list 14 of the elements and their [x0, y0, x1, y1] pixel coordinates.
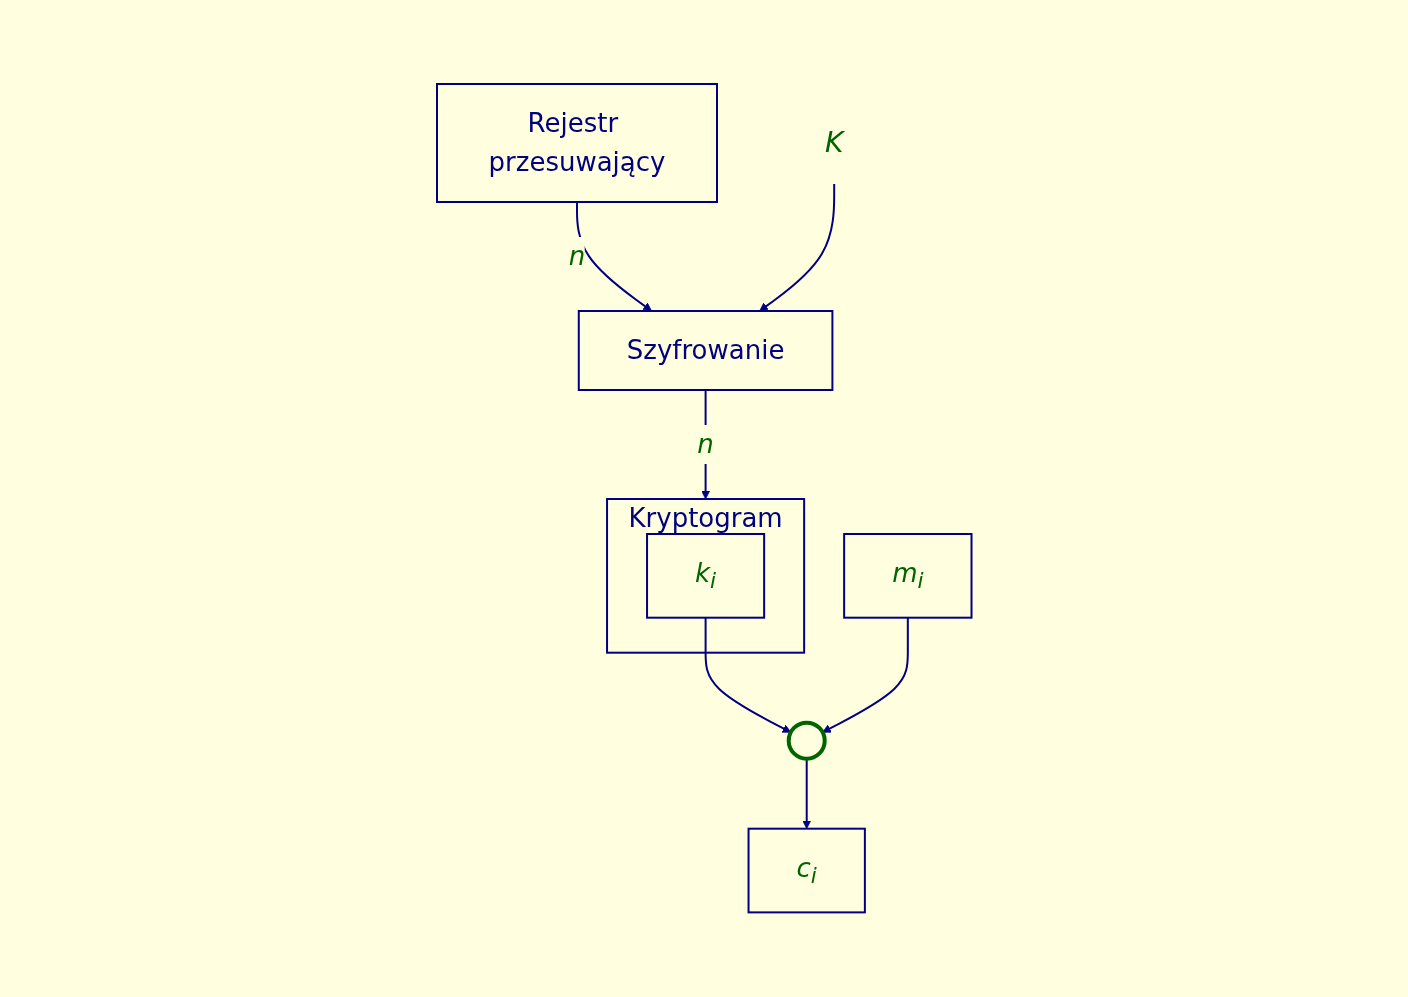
node-box: Rejestr przesuwający: [435, 83, 718, 204]
node-box: k$_{i}$: [645, 533, 765, 619]
node-circle: [786, 721, 827, 761]
edge-label: n: [697, 429, 714, 460]
arrow: [802, 758, 811, 830]
arrow: [575, 201, 652, 312]
node-text: K: [824, 126, 844, 160]
edge-label: n: [568, 241, 585, 272]
arrow: [759, 183, 835, 312]
arrow: [704, 617, 791, 734]
node-box: Szyfrowanie: [577, 310, 834, 392]
node-box: m$_{i}$: [842, 533, 973, 619]
arrow: [822, 617, 909, 734]
node-box: c$_{i}$: [747, 828, 866, 914]
